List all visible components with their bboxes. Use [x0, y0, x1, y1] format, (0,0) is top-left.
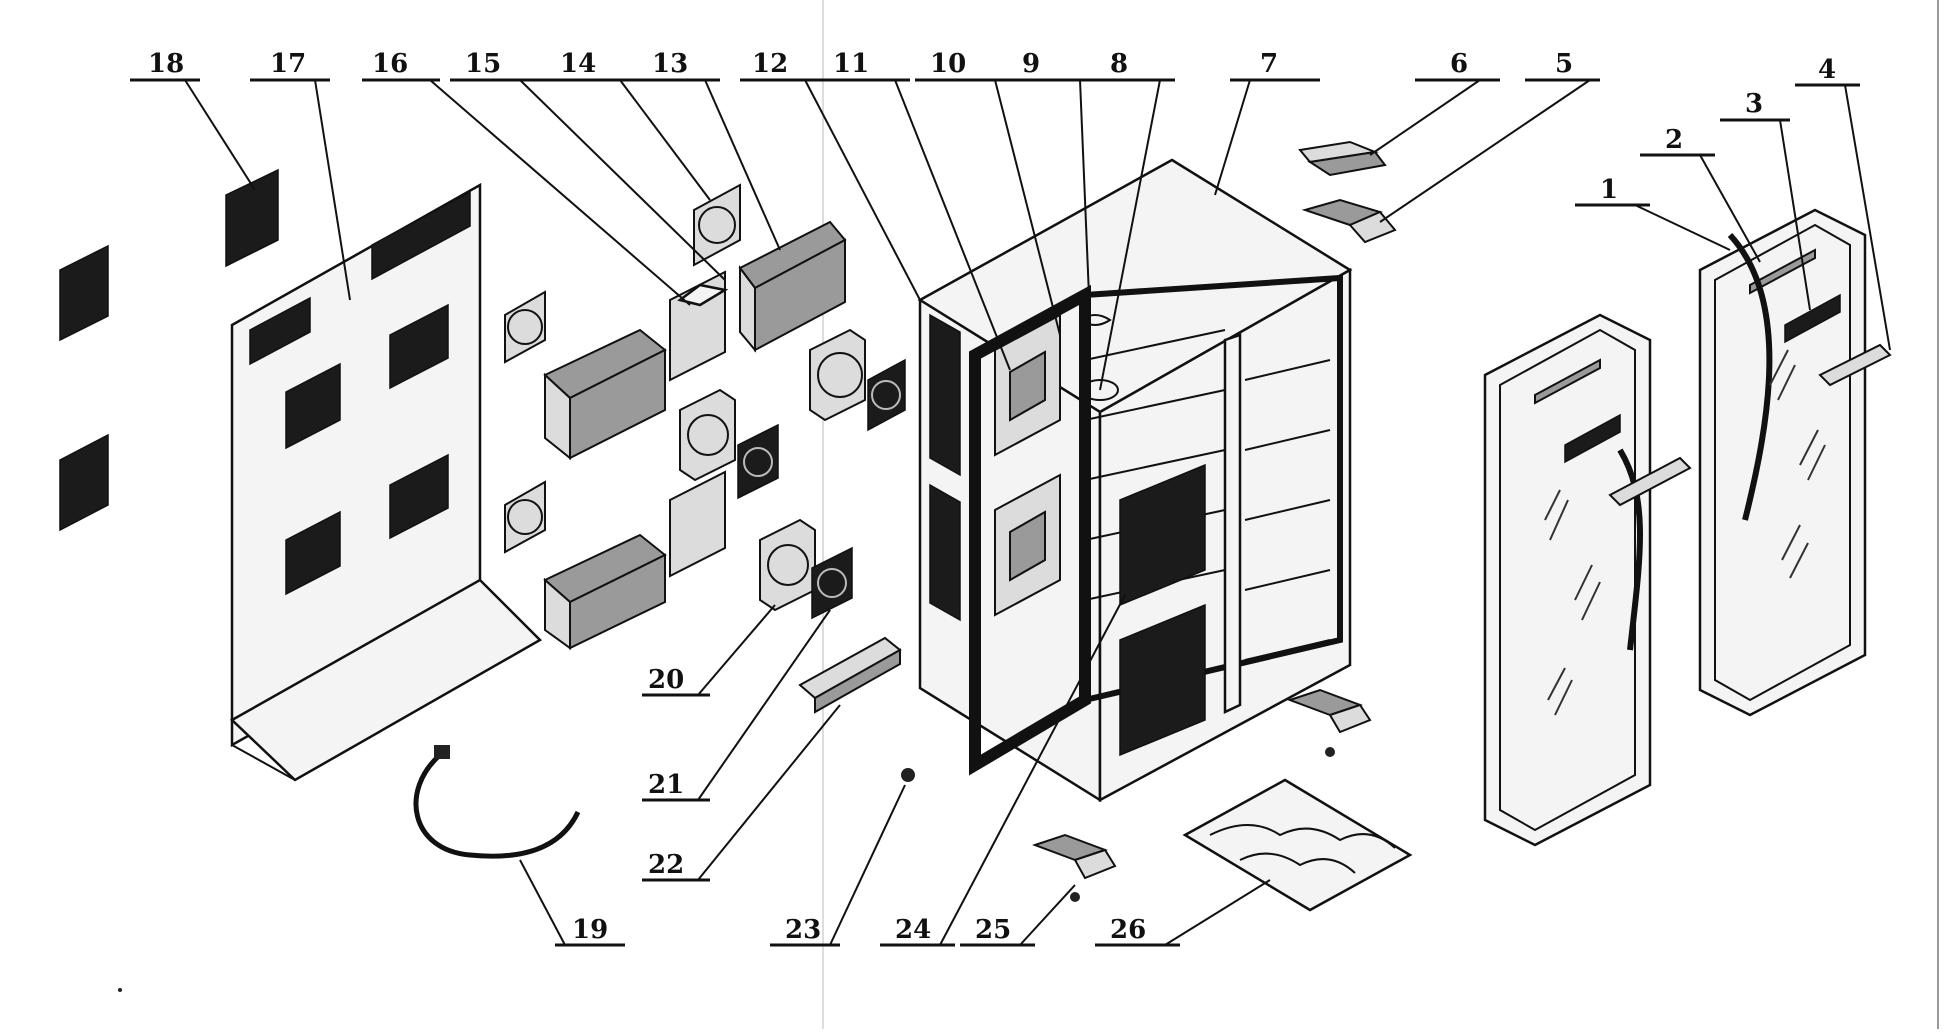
part-18-panels: [59, 168, 279, 532]
label-10: 10: [930, 49, 966, 79]
part-25-foot: [1032, 833, 1117, 902]
label-9: 9: [1022, 49, 1040, 79]
door-front: [1483, 313, 1692, 847]
label-7: 7: [1260, 49, 1278, 79]
cabinet-body: [917, 158, 1353, 803]
label-21: 21: [648, 770, 684, 800]
label-6: 6: [1450, 49, 1468, 79]
label-22: 22: [648, 850, 684, 880]
label-17: 17: [270, 49, 306, 79]
part-23-screw: [901, 768, 915, 782]
part-labels: 18 17 16 15 14 13 12 11 10 9 8 7 6 5 4 3…: [148, 49, 1836, 945]
label-26: 26: [1110, 915, 1146, 945]
part-26-tray: [1182, 778, 1413, 912]
label-5: 5: [1555, 49, 1573, 79]
label-8: 8: [1110, 49, 1128, 79]
leader-lines: [130, 78, 1891, 947]
door-rear: [1698, 208, 1892, 717]
label-18: 18: [148, 49, 184, 79]
label-24: 24: [895, 915, 931, 945]
label-13: 13: [652, 49, 688, 79]
label-4: 4: [1818, 55, 1836, 85]
label-3: 3: [1745, 89, 1763, 119]
label-15: 15: [465, 49, 501, 79]
label-23: 23: [785, 915, 821, 945]
label-25: 25: [975, 915, 1011, 945]
label-19: 19: [572, 915, 608, 945]
label-12: 12: [752, 49, 788, 79]
label-11: 11: [833, 49, 869, 79]
cabinet-foot-right: [1287, 688, 1372, 757]
label-16: 16: [372, 49, 408, 79]
cooling-fans-and-heatsinks: [504, 183, 906, 650]
label-1: 1: [1600, 175, 1618, 205]
cable-plug-icon: [434, 745, 450, 759]
part-6-foot: [1298, 140, 1387, 177]
part-19-cable: [413, 753, 581, 859]
label-2: 2: [1665, 125, 1683, 155]
part-17-back-panel: [229, 182, 543, 782]
label-14: 14: [560, 49, 596, 79]
label-20: 20: [648, 665, 684, 695]
part-22-handle: [798, 636, 902, 714]
